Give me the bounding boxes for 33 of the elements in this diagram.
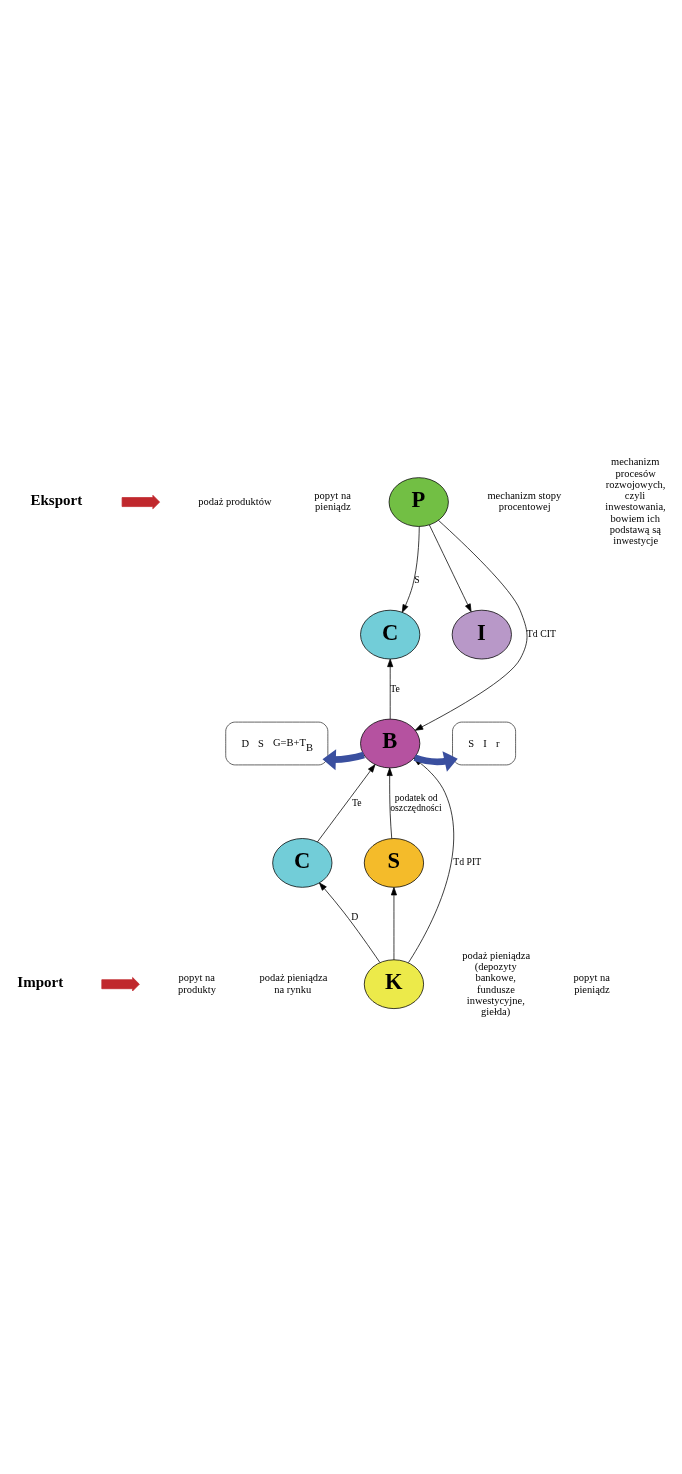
edge-label: Te (390, 682, 400, 694)
node-ellipse: I (451, 609, 512, 659)
arrow (414, 519, 528, 731)
node-ellipse: C (360, 609, 421, 659)
label: podaż pieniądza (depozyty bankowe, fundusze inwestycyjne, giełda) (462, 949, 531, 1017)
edge-label: Te (351, 796, 362, 808)
arrow (387, 658, 394, 719)
edge-label: Td PIT (453, 855, 482, 867)
arrow (429, 524, 472, 612)
arrow (390, 886, 397, 960)
label: podaż pieniądza na rynku (259, 971, 328, 995)
node-ellipse: K (363, 958, 424, 1009)
label: mechanizm stopy procentowej (487, 489, 562, 512)
edge-label: Td CIT (526, 627, 556, 639)
label: Import (17, 973, 64, 990)
label: popyt na produkty (178, 971, 216, 995)
label: mechanizm procesów rozwojowych, czyli inwestowania, bowiem ich podstawą są inwestycje (605, 455, 666, 546)
node-box: S I r (452, 721, 516, 765)
node-ellipse: S (363, 837, 424, 888)
label: Eksport (30, 491, 83, 508)
node-ellipse: C (272, 837, 333, 888)
arrow (317, 763, 376, 842)
arrow (319, 882, 381, 963)
label: popyt na pieniądz (314, 489, 351, 512)
node-ellipse: P (388, 476, 449, 527)
edge-label: podatek od oszczędności (390, 791, 442, 813)
edge-label: S (414, 573, 420, 585)
edge-label: D (351, 910, 359, 922)
label: popyt na pieniądz (573, 971, 610, 995)
arrow (401, 525, 420, 613)
arrow (386, 767, 393, 839)
arrow (322, 748, 365, 770)
label: podaż produktów (198, 495, 272, 507)
